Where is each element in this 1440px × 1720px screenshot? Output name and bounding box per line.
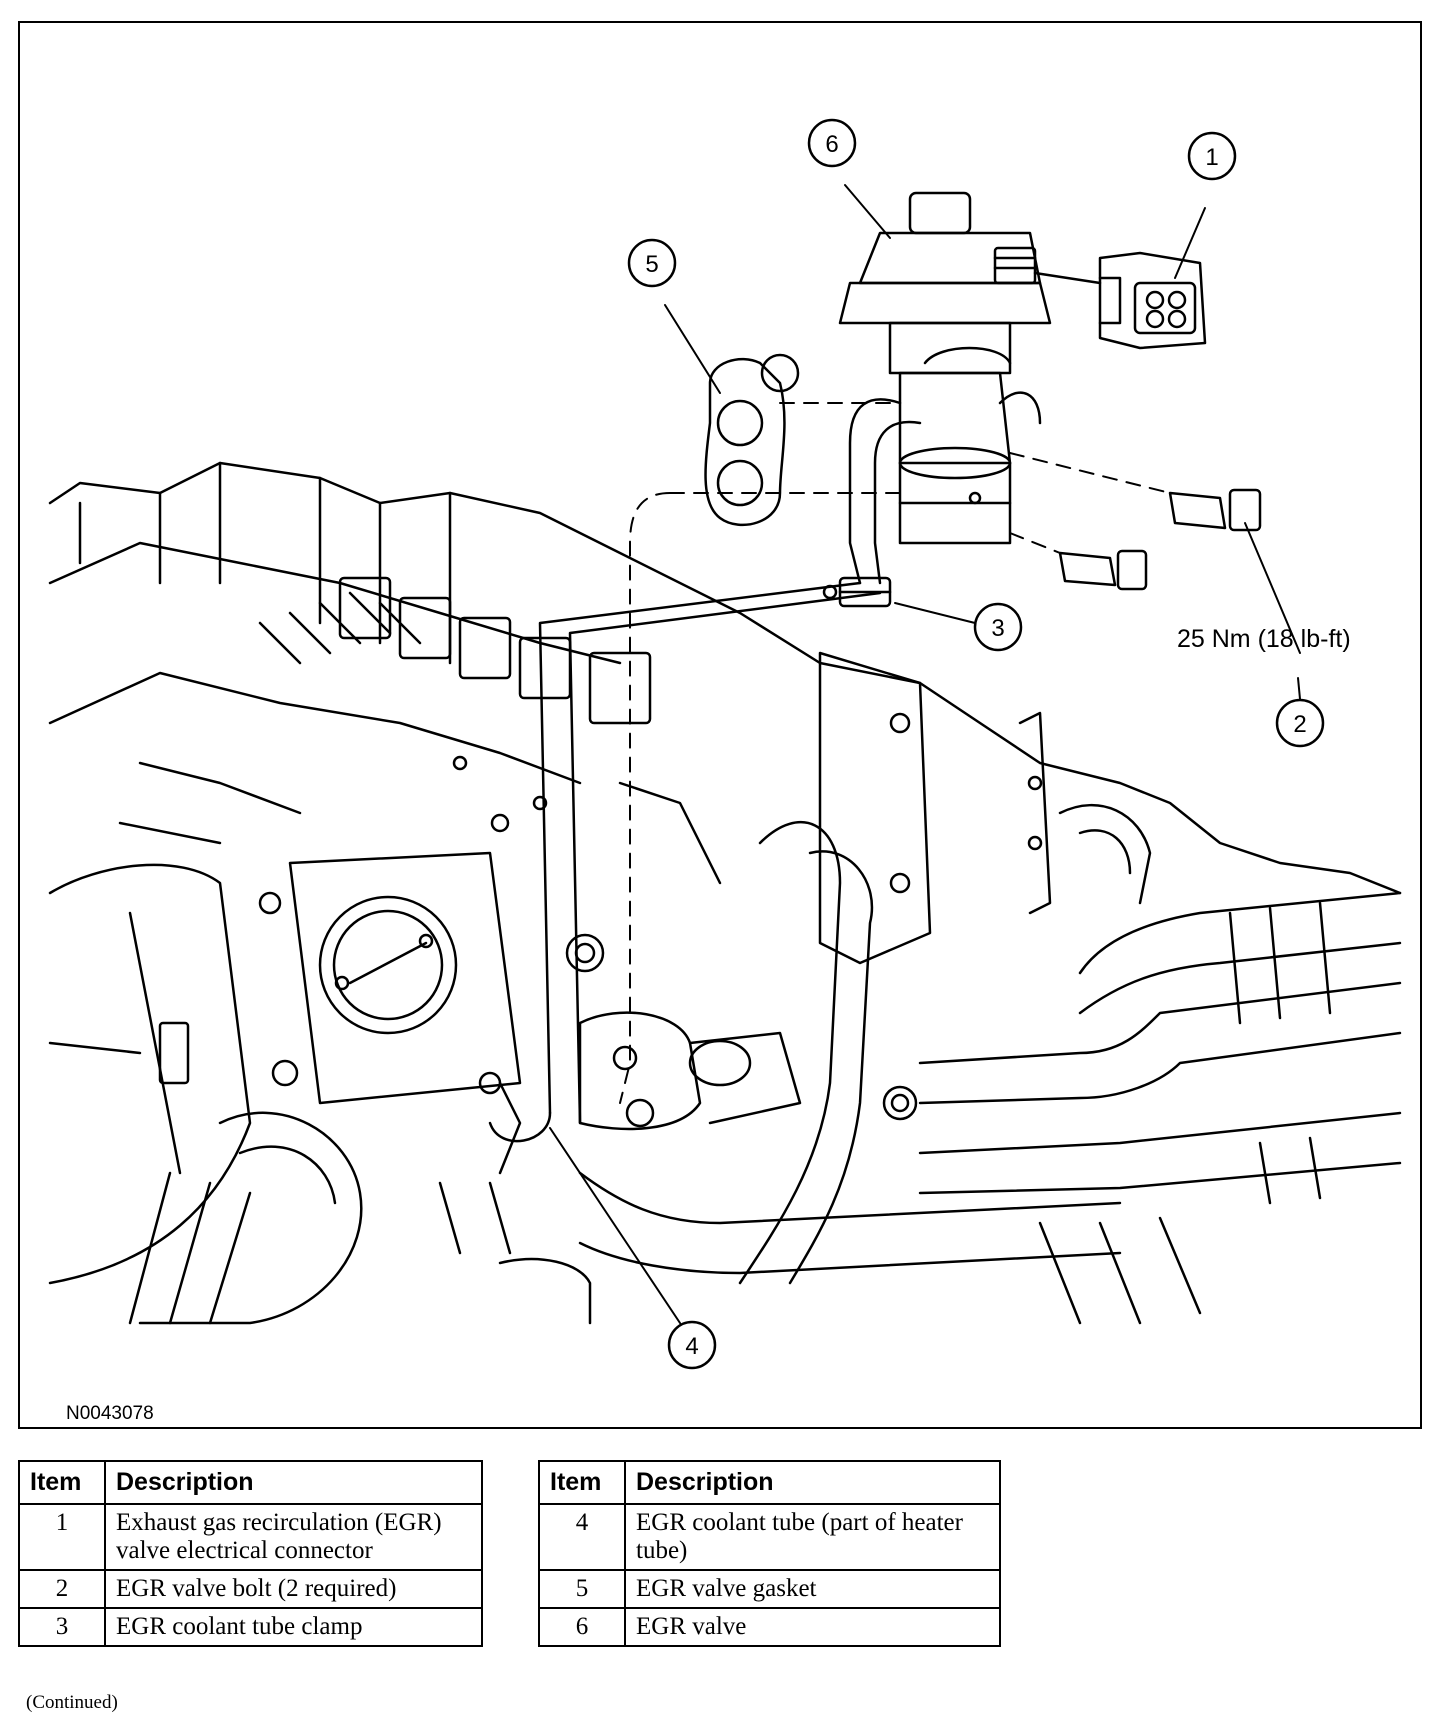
torque-spec: 25 Nm (18 lb-ft) [1177,625,1351,653]
legend-item-number: 3 [18,1607,106,1647]
legend-row: 3 EGR coolant tube clamp [18,1607,483,1647]
legend-row: 4 EGR coolant tube (part of heater tube) [538,1503,1001,1571]
legend-item-description: EGR coolant tube (part of heater tube) [624,1503,1001,1571]
legend-item-number: 2 [18,1569,106,1609]
callout-5: 5 [627,238,677,288]
callout-1-label: 1 [1205,144,1218,171]
callout-1: 1 [1187,131,1237,181]
callout-4: 4 [667,1320,717,1370]
continued-note: (Continued) [26,1692,118,1713]
legend-row: 1 Exhaust gas recirculation (EGR) valve … [18,1503,483,1571]
legend-row: 5 EGR valve gasket [538,1569,1001,1609]
legend-item-number: 6 [538,1607,626,1647]
legend-item-description: EGR coolant tube clamp [104,1607,483,1647]
legend-table-left: Item Description 1 Exhaust gas recircula… [18,1460,483,1647]
legend-item-description: EGR valve gasket [624,1569,1001,1609]
legend-item-description: EGR valve [624,1607,1001,1647]
alignment-lines [619,402,1171,1104]
egr-valve [838,191,1052,545]
callout-2-label: 2 [1293,711,1306,738]
legend-item-description: EGR valve bolt (2 required) [104,1569,483,1609]
legend-header-description: Description [624,1460,1001,1505]
legend-item-number: 4 [538,1503,626,1571]
legend-row: 2 EGR valve bolt (2 required) [18,1569,483,1609]
legend-item-number: 1 [18,1503,106,1571]
illustration-frame: 1 2 3 4 5 6 N0043078 25 Nm (18 lb-ft) [18,21,1422,1429]
egr-coolant-tube [488,398,922,1175]
engine-block [48,461,1402,1325]
legend-header-row: Item Description [538,1460,1001,1505]
callout-2: 2 [1275,698,1325,748]
legend-header-item: Item [18,1460,106,1505]
legend-row: 6 EGR valve [538,1607,1001,1647]
legend-item-description: Exhaust gas recirculation (EGR) valve el… [104,1503,483,1571]
figure-id: N0043078 [66,1403,154,1424]
engine-illustration: 1 2 3 4 5 6 [48,118,1402,1370]
callout-leaders [549,184,1301,1324]
egr-coolant-tube-clamp [822,576,892,608]
egr-electrical-connector [1098,251,1207,350]
callout-4-label: 4 [685,1333,698,1360]
callout-5-label: 5 [645,251,658,278]
callout-6: 6 [807,118,857,168]
callout-3: 3 [973,602,1023,652]
callout-3-label: 3 [991,615,1004,642]
legend-header-row: Item Description [18,1460,483,1505]
legend-header-description: Description [104,1460,483,1505]
legend-item-number: 5 [538,1569,626,1609]
egr-valve-gasket [704,353,800,527]
legend-table-right: Item Description 4 EGR coolant tube (par… [538,1460,1001,1647]
egr-valve-bolts [1058,488,1262,591]
legend-header-item: Item [538,1460,626,1505]
callout-6-label: 6 [825,131,838,158]
